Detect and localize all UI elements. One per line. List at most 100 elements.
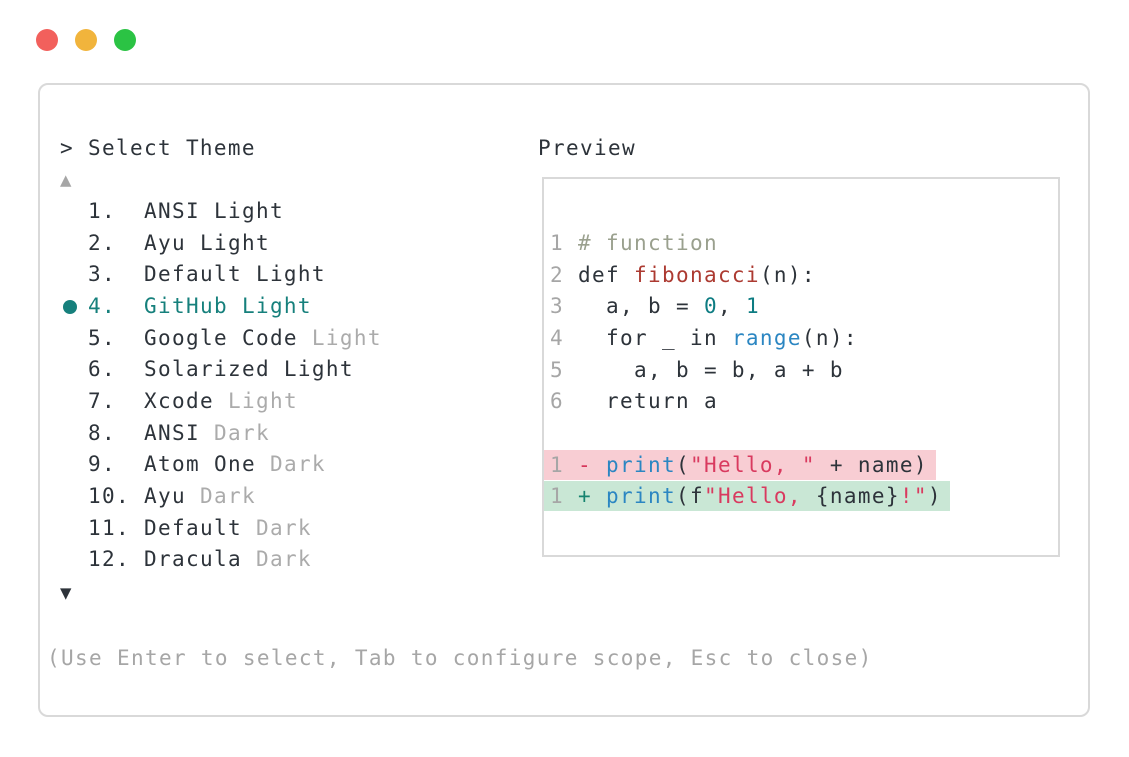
- scroll-down-icon[interactable]: ▼: [60, 582, 73, 604]
- theme-item[interactable]: 9. Atom One Dark: [60, 449, 382, 481]
- theme-number: 6.: [88, 357, 116, 382]
- theme-item[interactable]: 7. Xcode Light: [60, 386, 382, 418]
- code-token: !": [899, 484, 928, 509]
- line-number: 1: [550, 484, 564, 509]
- line-number: 1: [550, 452, 564, 477]
- theme-label: Default: [144, 515, 256, 540]
- diff-highlight: 1- print("Hello, " + name): [544, 449, 936, 480]
- code-token: a, b = b, a + b: [578, 357, 844, 382]
- code-token: -: [578, 452, 606, 477]
- code-blank-line: [550, 418, 950, 450]
- code-token: (f: [675, 484, 704, 509]
- code-token: return a: [578, 389, 718, 414]
- line-number: 4: [550, 325, 564, 350]
- theme-number: 7.: [88, 388, 116, 413]
- code-token: ,: [717, 294, 746, 319]
- theme-label: Dark: [213, 420, 270, 445]
- theme-label: Atom One: [144, 452, 270, 477]
- preview-title: Preview: [538, 136, 636, 160]
- line-number: 6: [550, 389, 564, 414]
- theme-label: Dark: [255, 547, 312, 572]
- theme-label: GitHub Light: [144, 293, 312, 318]
- code-token: (n):: [759, 262, 816, 287]
- theme-label: Dracula: [144, 547, 256, 572]
- code-token: fibonacci: [633, 262, 760, 287]
- theme-label: Dark: [255, 515, 312, 540]
- close-button[interactable]: [36, 29, 58, 51]
- theme-label: Xcode: [144, 388, 228, 413]
- theme-number: 2.: [88, 230, 116, 255]
- theme-label: Solarized Light: [144, 357, 354, 382]
- code-line: 4 for _ in range(n):: [550, 323, 950, 355]
- theme-number: 11.: [88, 515, 130, 540]
- code-token: print: [606, 484, 676, 509]
- theme-number: 8.: [88, 420, 116, 445]
- theme-item[interactable]: 6. Solarized Light: [60, 354, 382, 386]
- theme-label: Light: [311, 325, 382, 350]
- code-token: # function: [578, 231, 718, 255]
- theme-item[interactable]: 4. GitHub Light: [60, 291, 382, 323]
- code-line: 1 # function: [550, 228, 950, 260]
- code-token: a, b =: [578, 294, 704, 319]
- theme-number: 1.: [88, 199, 116, 223]
- code-token: "Hello,: [703, 484, 816, 509]
- theme-selector-window: > Select Theme ▲ 1. ANSI Light 2. Ayu Light…: [38, 83, 1090, 717]
- theme-label: Dark: [269, 452, 326, 477]
- theme-label: Dark: [199, 483, 256, 508]
- theme-item[interactable]: 1. ANSI Light: [60, 196, 382, 228]
- minimize-button[interactable]: [75, 29, 97, 51]
- theme-item[interactable]: 5. Google Code Light: [60, 323, 382, 355]
- line-number: 3: [550, 294, 564, 319]
- theme-label: Ayu Light: [144, 230, 270, 255]
- theme-item[interactable]: 3. Default Light: [60, 259, 382, 291]
- code-token: 0: [703, 294, 718, 319]
- code-token: def: [578, 262, 634, 287]
- theme-number: 9.: [88, 452, 116, 477]
- scroll-up-icon[interactable]: ▲: [60, 169, 73, 191]
- theme-number: 4.: [88, 293, 116, 318]
- selected-bullet-icon: [63, 299, 77, 314]
- code-token: +: [578, 484, 606, 509]
- theme-number: 3.: [88, 262, 116, 287]
- code-line: 2 def fibonacci(n):: [550, 260, 950, 292]
- help-hint: (Use Enter to select, Tab to configure s…: [47, 646, 873, 670]
- code-token: "Hello, ": [689, 452, 816, 477]
- theme-label: Google Code: [144, 325, 312, 350]
- code-token: print: [606, 452, 676, 477]
- code-token: (n):: [801, 325, 858, 350]
- theme-label: Light: [227, 388, 298, 413]
- theme-label: Default Light: [144, 262, 326, 287]
- theme-label: ANSI: [144, 420, 214, 445]
- code-token: {name}: [815, 484, 900, 509]
- code-token: 1: [745, 294, 760, 319]
- diff-line-added: 1 + print(f"Hello, {name}!"): [544, 481, 950, 513]
- theme-number: 10.: [88, 483, 130, 508]
- theme-item[interactable]: 2. Ayu Light: [60, 228, 382, 260]
- theme-item[interactable]: 11. Default Dark: [60, 513, 382, 545]
- code-token: (: [675, 452, 690, 477]
- diff-highlight: 1 + print(f"Hello, {name}!"): [544, 481, 950, 512]
- diff-line-removed: 1- print("Hello, " + name): [544, 449, 950, 482]
- line-number: 1: [550, 231, 564, 255]
- window-controls: [36, 29, 136, 51]
- theme-item[interactable]: 12. Dracula Dark: [60, 544, 382, 576]
- code-token: + name): [815, 452, 928, 477]
- theme-label: ANSI Light: [144, 199, 284, 223]
- theme-item[interactable]: 8. ANSI Dark: [60, 418, 382, 450]
- zoom-button[interactable]: [114, 29, 136, 51]
- select-theme-prompt: > Select Theme: [60, 136, 256, 160]
- theme-label: Ayu: [144, 483, 200, 508]
- code-line: 5 a, b = b, a + b: [550, 355, 950, 387]
- code-token: ): [927, 484, 942, 509]
- theme-number: 12.: [88, 547, 130, 572]
- code-line: 6 return a: [550, 386, 950, 418]
- theme-number: 5.: [88, 325, 116, 350]
- line-number: 5: [550, 357, 564, 382]
- line-number: 2: [550, 262, 564, 287]
- code-token: range: [731, 325, 802, 350]
- theme-item[interactable]: 10. Ayu Dark: [60, 481, 382, 513]
- code-line: 3 a, b = 0, 1: [550, 291, 950, 323]
